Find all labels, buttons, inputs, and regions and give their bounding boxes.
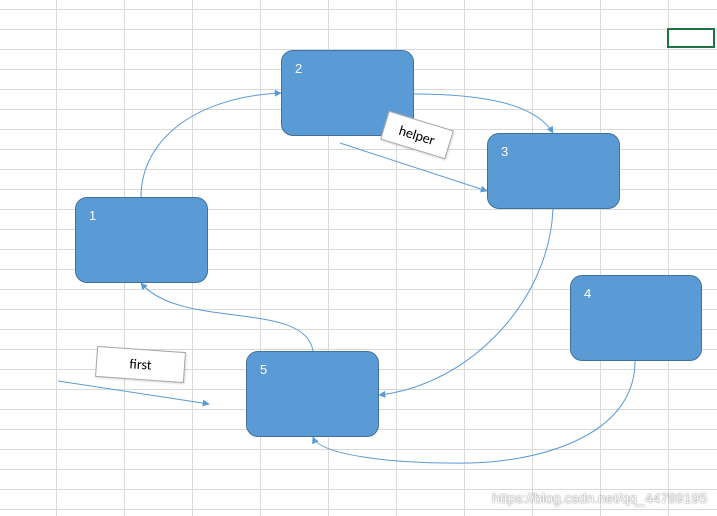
connector-5-to-1[interactable] xyxy=(140,282,314,352)
node-4[interactable]: 4 xyxy=(570,275,702,361)
node-4-label: 4 xyxy=(584,286,592,301)
node-2[interactable]: 2 xyxy=(281,50,414,136)
node-1-label: 1 xyxy=(89,208,97,223)
connector-4-to-5[interactable] xyxy=(312,360,636,464)
active-cell-selection[interactable] xyxy=(667,28,715,48)
first-textbox-text: first xyxy=(128,355,153,374)
node-5[interactable]: 5 xyxy=(246,351,379,437)
watermark-text: https://blog.csdn.net/qq_44789195 xyxy=(492,490,707,506)
node-1[interactable]: 1 xyxy=(75,197,208,283)
connector-1-to-2[interactable] xyxy=(140,89,282,198)
node-3-label: 3 xyxy=(501,144,509,159)
first-textbox[interactable]: first xyxy=(95,345,186,384)
node-3[interactable]: 3 xyxy=(487,133,620,209)
connector-2-to-3-straight[interactable] xyxy=(339,142,488,193)
connector-first-to-5[interactable] xyxy=(57,380,210,407)
node-5-label: 5 xyxy=(260,362,268,377)
node-2-label: 2 xyxy=(295,61,303,76)
connector-3-to-5[interactable] xyxy=(378,207,554,398)
helper-textbox-text: helper xyxy=(396,121,438,149)
connector-2-to-3[interactable] xyxy=(412,93,554,134)
